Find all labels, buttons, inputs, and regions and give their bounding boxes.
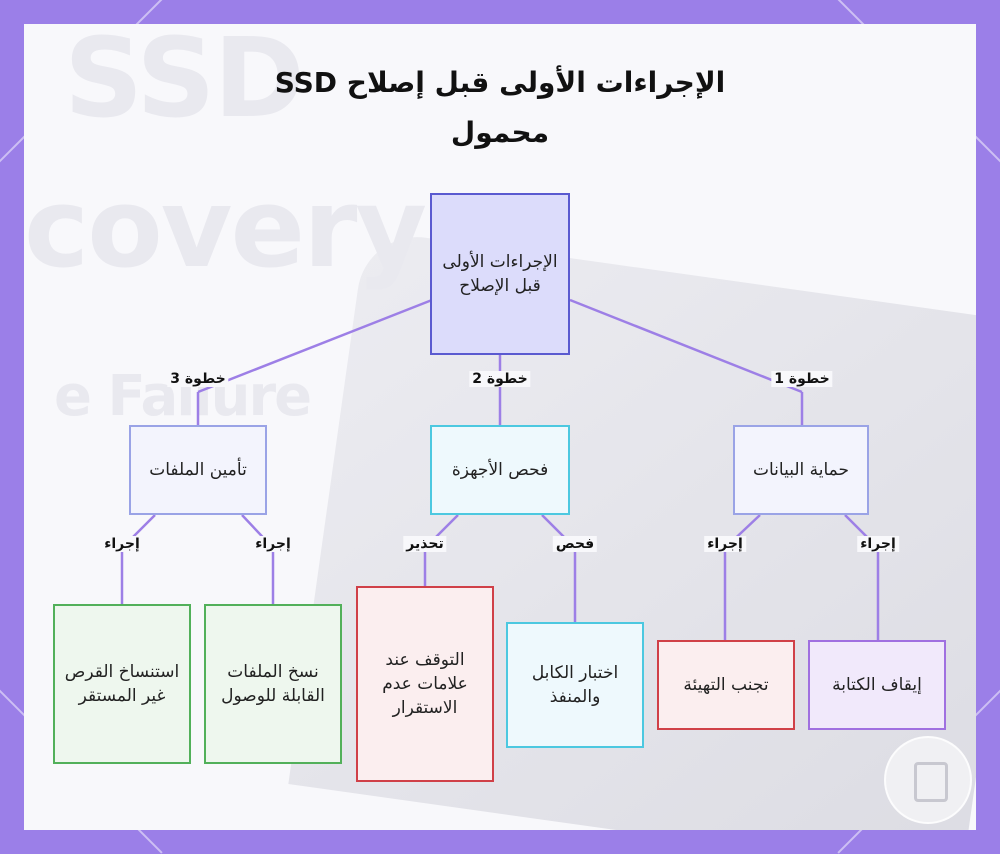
leaf-test-cable-port: اختبار الكابل والمنفذ [506,622,644,748]
edge-label-action: إجراء [101,536,143,552]
connector-root-step3 [197,298,433,394]
leaf-avoid-format: تجنب التهيئة [657,640,795,730]
edge-label-step-2: خطوة 2 [469,371,531,387]
title-line-1: الإجراءات الأولى قبل إصلاح SSD [274,66,726,99]
connector-step2-child1 [541,514,577,622]
connector-step3-child1 [241,514,275,604]
logo-icon [914,762,948,802]
root-node: الإجراءات الأولى قبل الإصلاح [430,193,570,355]
background-text: SSD [64,24,305,142]
step-node-1: حماية البيانات [733,425,869,515]
background-text: covery [24,164,427,292]
title-line-2: محمول [450,116,550,149]
leaf-stop-on-instability: التوقف عند علامات عدم الاستقرار [356,586,494,782]
edge-label-step-1: خطوة 1 [771,371,833,387]
connector-step1-child2 [723,514,761,640]
edge-label-action: إجراء [704,536,746,552]
leaf-copy-accessible-files: نسخ الملفات القابلة للوصول [204,604,342,764]
connector-step1-child1 [844,514,880,640]
leaf-stop-writing: إيقاف الكتابة [808,640,946,730]
edge-label-action: إجراء [857,536,899,552]
leaf-clone-unstable-disk: استنساخ القرص غير المستقر [53,604,191,764]
step-node-2: فحص الأجهزة [430,425,570,515]
watermark-logo [884,736,972,824]
edge-label-warning: تحذير [403,536,447,552]
edge-label-check: فحص [552,536,598,552]
step-node-3: تأمين الملفات [129,425,267,515]
connector-step3-child2 [120,514,156,604]
connector-root-step1 [569,298,803,394]
page-title: الإجراءات الأولى قبل إصلاح SSD محمول [0,58,1000,158]
edge-label-step-3: خطوة 3 [167,371,229,387]
edge-label-action: إجراء [252,536,294,552]
